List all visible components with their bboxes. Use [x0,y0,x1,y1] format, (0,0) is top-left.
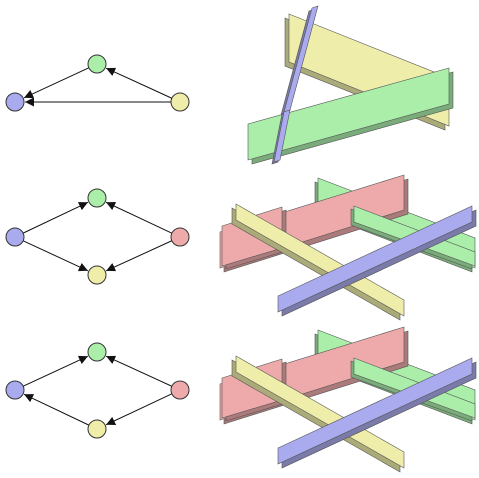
edge-right-to-bottom [105,393,173,426]
edge-left-to-top [22,201,89,234]
node-right [170,380,190,400]
edge-right-to-top [105,201,173,234]
node-top [87,54,107,74]
node-left [5,380,25,400]
edge-top-to-left [23,67,90,99]
model-3 [219,326,477,473]
edge-right-to-top [105,67,173,99]
graphs [5,54,190,439]
node-right [170,227,190,247]
graph-2 [5,188,190,285]
plate-blue [277,357,477,469]
plate-green [247,67,454,165]
edge-right-to-bottom [105,240,173,272]
node-top [87,188,107,208]
node-bottom [87,265,107,285]
models-3d [219,5,477,473]
plate-yellow [231,355,405,473]
plate-blue-front [271,109,291,165]
node-left [5,227,25,247]
model-2 [219,174,477,321]
model-1 [247,5,454,165]
edge-left-to-bottom [22,240,89,272]
edge-left-to-top [22,355,89,387]
edge-bottom-to-left [23,393,90,426]
node-right [170,92,190,112]
node-bottom [87,419,107,439]
graph-1 [5,54,190,112]
plate-blue [277,205,477,317]
graph-3 [5,342,190,439]
node-top [87,342,107,362]
node-left [5,92,25,112]
edge-right-to-top [105,355,173,387]
